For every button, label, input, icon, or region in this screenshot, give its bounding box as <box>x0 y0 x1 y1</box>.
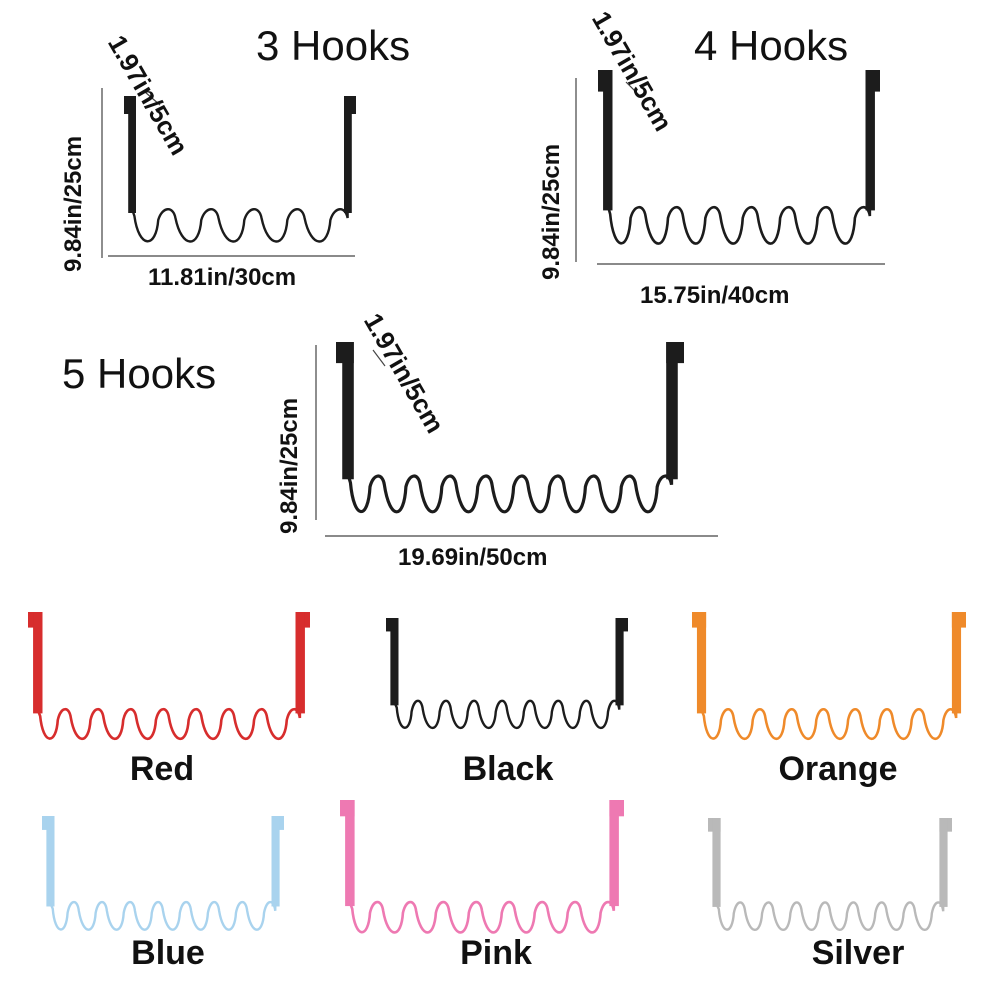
height-label-3-hooks: 9.84in/25cm <box>60 135 87 272</box>
width-label-3-hooks: 11.81in/30cm <box>148 264 297 291</box>
color-label-black: Black <box>462 750 554 788</box>
swatch-red-icon <box>28 612 310 740</box>
rack-3-hooks-icon <box>124 96 356 243</box>
color-label-red: Red <box>129 750 195 788</box>
size-title-4-hooks: 4 Hooks <box>694 22 849 69</box>
rack-4-hooks-icon <box>598 70 880 245</box>
width-label-5-hooks: 19.69in/50cm <box>398 544 548 571</box>
swatch-blue-icon <box>42 816 284 931</box>
swatch-black-icon <box>386 618 628 730</box>
size-title-5-hooks: 5 Hooks <box>62 350 217 397</box>
size-title-3-hooks: 3 Hooks <box>256 22 411 69</box>
color-label-orange: Orange <box>778 750 898 788</box>
height-label-5-hooks: 9.84in/25cm <box>276 397 303 534</box>
color-label-silver: Silver <box>811 934 905 972</box>
color-label-blue: Blue <box>131 934 205 972</box>
swatch-orange-icon <box>692 612 966 740</box>
width-label-4-hooks: 15.75in/40cm <box>640 282 790 309</box>
swatch-silver-icon <box>708 818 952 932</box>
swatch-pink-icon <box>340 800 624 934</box>
height-label-4-hooks: 9.84in/25cm <box>538 143 565 280</box>
color-label-pink: Pink <box>460 934 532 972</box>
rack-5-hooks-icon <box>336 342 684 514</box>
